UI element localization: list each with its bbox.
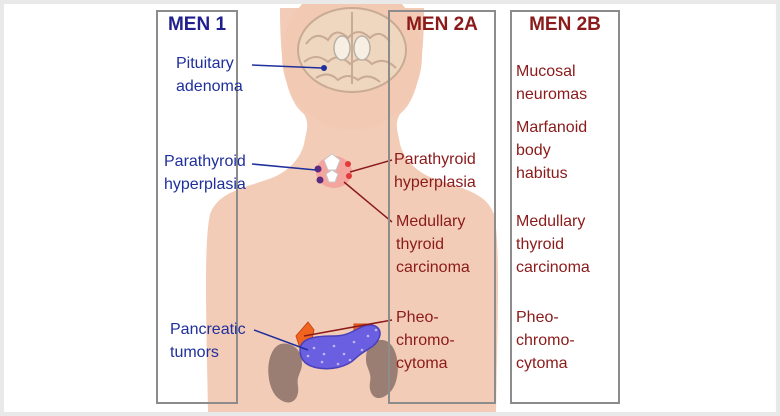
men2b-marfanoid-label: Marfanoid body habitus bbox=[516, 119, 588, 182]
men1-parathyroid-label: Parathyroid hyperplasia bbox=[164, 153, 246, 193]
men2b-mucosal-label: Mucosal neuromas bbox=[516, 63, 588, 103]
leader-pancreatic bbox=[253, 329, 309, 351]
men1-pancreatic-label: Pancreatic tumors bbox=[170, 321, 246, 361]
men1-box bbox=[156, 10, 238, 404]
leader-medullary bbox=[343, 181, 393, 223]
men2a-box bbox=[388, 10, 496, 404]
men2b-box bbox=[510, 10, 620, 404]
leader-pheo bbox=[303, 319, 393, 337]
leader-parathyroid-men1 bbox=[251, 163, 317, 171]
men2b-medullary-label: Medullary thyroid carcinoma bbox=[516, 213, 590, 276]
pituitary-dot bbox=[321, 65, 327, 71]
leader-parathyroid-men2a bbox=[349, 159, 393, 173]
leader-pituitary bbox=[251, 64, 323, 69]
men1-title: MEN 1 bbox=[167, 14, 227, 35]
body-silhouette bbox=[206, 8, 498, 412]
men1-pituitary-label: Pituitary adenoma bbox=[176, 55, 243, 95]
men2a-parathyroid-label: Parathyroid hyperplasia bbox=[394, 151, 476, 191]
men2a-title: MEN 2A bbox=[406, 14, 478, 35]
pancreas-icon bbox=[299, 324, 381, 370]
body-illustration bbox=[206, 4, 498, 412]
brain-icon bbox=[297, 7, 407, 93]
men2a-pheo-label: Pheo- chromo- cytoma bbox=[396, 309, 455, 372]
men2b-pheo-label: Pheo- chromo- cytoma bbox=[516, 309, 575, 372]
diagram-canvas: MEN 1 MEN 2A MEN 2B Pituitary adenoma Pa… bbox=[4, 4, 776, 412]
men2a-medullary-label: Medullary thyroid carcinoma bbox=[396, 213, 470, 276]
men2b-title: MEN 2B bbox=[529, 14, 601, 35]
thyroid-icon bbox=[314, 153, 352, 188]
